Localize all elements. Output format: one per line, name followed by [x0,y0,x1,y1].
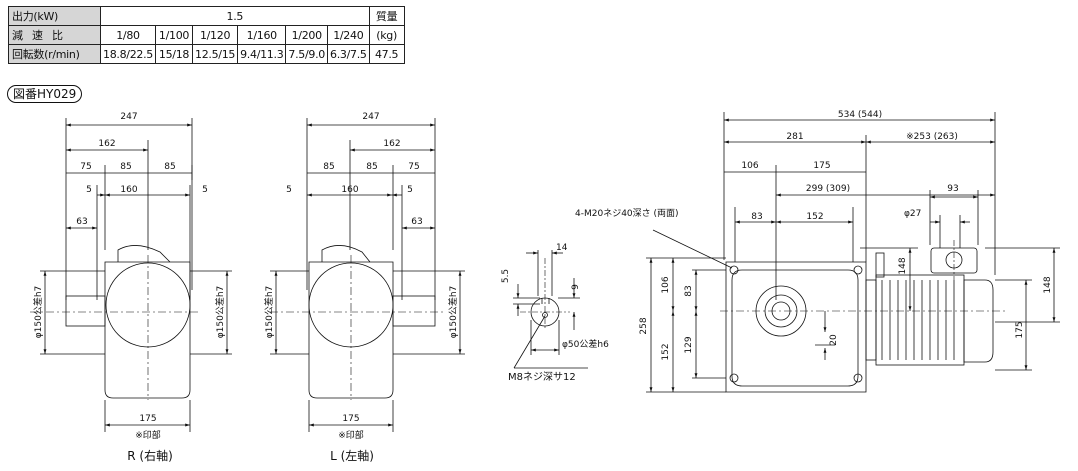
dim-label: 106 [661,276,671,293]
dim-label: φ150公差h7 [214,286,226,339]
dim-label: 85 [120,162,131,172]
figure-number-badge: 図番HY029 [7,85,83,103]
spec-table: 出力(kW) 1.5 質量 減速比 1/80 1/100 1/120 1/160… [8,6,405,64]
tap-note: M8ネジ深サ12 [508,371,576,383]
table-row: 回転数(r/min) 18.8/22.5 15/18 12.5/15 9.4/1… [8,44,405,64]
holes-note: 4-M20ネジ40深さ (両面) [575,208,679,219]
speed-cell: 7.5/9.0 [285,44,328,64]
dim-label: 175 [342,414,359,424]
ratio-cell: 1/160 [237,25,287,45]
dim-label: φ150公差h7 [263,286,275,339]
dim-label: 152 [661,343,671,360]
view-l-caption: L (左軸) [330,448,374,463]
dim-label: 299 (309) [806,184,850,194]
weight-value: 47.5 [368,44,405,64]
dim-label: 175 [1015,321,1025,338]
dim-label: φ27 [904,209,921,219]
speed-cell: 15/18 [155,44,193,64]
dim-label: 83 [751,212,762,222]
dim-label: φ50公差h6 [562,338,609,350]
speed-cell: 12.5/15 [191,44,239,64]
dim-label: 175 [813,161,830,171]
weight-unit: (kg) [368,25,405,45]
dim-label: 247 [362,112,379,122]
dim-label: 129 [684,336,694,353]
speed-cell: 18.8/22.5 [100,44,156,64]
dim-label: 175 [139,414,156,424]
dim-label: 162 [383,139,400,149]
dim-label: 9 [571,284,581,290]
dim-label: 83 [684,285,694,296]
dim-label: 5 [407,185,413,195]
dim-label: 258 [639,317,649,334]
ratio-cell: 1/100 [155,25,193,45]
shaft-detail-drawing [513,250,588,369]
dim-label: φ150公差h7 [32,286,44,339]
dim-label: 148 [898,257,908,274]
speed-label: 回転数(r/min) [8,44,101,64]
view-l-labels: 247 162 85 85 75 5 160 5 63 φ150公差h7 φ15… [263,112,459,463]
dim-label: 14 [556,243,568,253]
dim-label: 247 [120,112,137,122]
dim-label: 162 [98,139,115,149]
speed-cell: 9.4/11.3 [237,44,287,64]
dim-label: 152 [806,212,823,222]
dim-label: 85 [366,162,377,172]
view-r-drawing [30,118,232,432]
dim-label: 106 [741,161,758,171]
dim-label: 93 [947,184,958,194]
view-r-caption: R (右軸) [127,448,173,463]
dim-label: 5.5 [501,269,511,283]
output-label: 出力(kW) [8,6,101,26]
dim-label: 160 [341,185,358,195]
dim-label: 281 [786,132,803,142]
dim-label: 534 (544) [838,110,882,120]
dim-label: 148 [1043,276,1053,293]
speed-cell: 6.3/7.5 [327,44,370,64]
dim-label: 5 [286,185,292,195]
dim-label: 75 [408,162,419,172]
dim-label: 63 [76,217,87,227]
dim-label: 5 [202,185,208,195]
dim-label: 85 [323,162,334,172]
dim-label: 75 [80,162,91,172]
dim-label: 20 [829,334,839,346]
dim-label: 63 [411,217,422,227]
dim-label: φ150公差h7 [447,286,459,339]
table-row: 出力(kW) 1.5 質量 [8,6,405,26]
view-l-drawing [270,118,465,432]
view-r-labels: 247 162 75 85 85 5 160 5 63 φ150公差h7 φ15… [32,112,226,463]
dim-label: 85 [164,162,175,172]
mark-note: ※印部 [338,429,364,441]
side-view-drawing [646,112,1060,393]
dim-label: ※253 (263) [906,132,958,142]
dim-label: 160 [120,185,137,195]
dim-label: 5 [86,185,92,195]
shaft-detail-labels: 14 5.5 9 φ50公差h6 M8ネジ深サ12 [501,243,609,383]
mark-note: ※印部 [135,429,161,441]
side-view-labels: 534 (544) 281 ※253 (263) 106 175 299 (30… [575,110,1053,361]
